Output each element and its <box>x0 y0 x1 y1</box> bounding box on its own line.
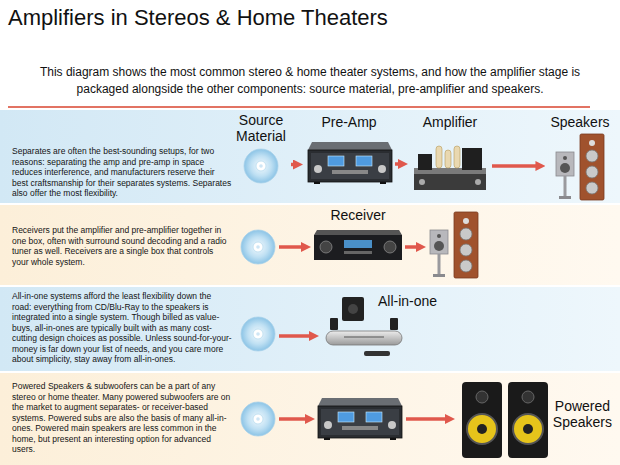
component-heading: Amplifier <box>423 114 477 130</box>
component-box: Source Material <box>233 112 289 184</box>
tube <box>436 146 442 168</box>
flow-arrow <box>279 417 310 421</box>
remote <box>364 351 390 356</box>
player-unit <box>326 331 402 345</box>
chassis-top <box>314 230 402 235</box>
component-heading: Pre-Amp <box>321 114 376 130</box>
woofer <box>348 304 358 314</box>
top-plate <box>414 168 486 174</box>
band-ground <box>0 205 620 285</box>
woofer <box>467 414 497 444</box>
disc-icon <box>244 149 278 183</box>
component-box: Amplifier <box>410 114 490 192</box>
system-row: All-in-one systems afford the least flex… <box>0 287 620 371</box>
amp-chassis <box>414 174 486 190</box>
signal-arrow <box>291 163 298 167</box>
disc-icon <box>241 317 275 351</box>
speaker-pair-icon <box>430 212 478 278</box>
row-description: Separates are often the best-sounding se… <box>12 146 232 199</box>
signal-arrow <box>492 164 540 168</box>
tube <box>445 150 451 168</box>
tweeter <box>476 391 488 403</box>
tweeter <box>522 391 534 403</box>
powered-speakers-icon <box>462 382 548 458</box>
preamp-icon <box>308 142 392 184</box>
satellite-speaker <box>390 318 398 330</box>
component-heading: Powered Speakers <box>553 398 612 430</box>
component-box: Receiver <box>310 207 406 265</box>
front-panel <box>314 235 402 260</box>
component-box: Pre-Amp <box>305 114 393 186</box>
component-box: Powered Speakers <box>457 378 616 462</box>
row-description: Powered Speakers & subwoofers can be a p… <box>12 381 232 455</box>
transformer <box>462 148 482 170</box>
disc-slot <box>344 337 384 338</box>
page-caption: This diagram shows the most common stere… <box>20 64 600 98</box>
knob <box>384 241 396 253</box>
speaker-pair-icon <box>556 134 604 200</box>
system-row: Separates are often the best-sounding se… <box>0 110 620 203</box>
band-ground <box>0 287 620 371</box>
flow-arrow <box>405 245 421 249</box>
row-description: All-in-one systems afford the least flex… <box>12 291 232 365</box>
monitor-cabinet <box>508 382 548 458</box>
flow-arrow <box>279 245 306 249</box>
component-heading: Speakers <box>550 114 609 130</box>
amplifier-icon <box>318 398 402 440</box>
component-heading: All-in-one <box>378 293 437 309</box>
knob <box>475 179 481 185</box>
component-box: Speakers <box>547 114 612 202</box>
knob <box>419 179 425 185</box>
disc-icon <box>241 402 275 436</box>
system-row: Receivers put the amplifier and pre-ampl… <box>0 205 620 285</box>
knob <box>320 241 332 253</box>
subwoofer <box>342 297 364 321</box>
dust-cap <box>523 424 533 434</box>
component-box: All-in-one <box>320 291 450 363</box>
disc-icon <box>241 230 275 264</box>
component-heading: Receiver <box>330 207 385 223</box>
page-title: Amplifiers in Stereos & Home Theaters <box>8 5 388 31</box>
monitor-cabinet <box>462 382 502 458</box>
tube <box>454 146 460 168</box>
dust-cap <box>477 424 487 434</box>
receiver-icon <box>314 230 402 260</box>
signal-arrow <box>395 162 403 166</box>
woofer <box>513 414 543 444</box>
band-ground <box>0 373 620 465</box>
flow-arrow <box>279 334 314 338</box>
button-row <box>344 251 372 254</box>
band-ground <box>0 110 620 203</box>
display <box>344 240 372 248</box>
transformer <box>418 154 432 170</box>
component-heading: Source Material <box>236 112 286 144</box>
row-description: Receivers put the amplifier and pre-ampl… <box>12 225 232 267</box>
tube-amp-icon <box>414 146 486 190</box>
flow-arrow <box>406 417 450 421</box>
rule-line <box>8 106 590 108</box>
system-row: Powered Speakers & subwoofers can be a p… <box>0 373 620 465</box>
satellite-speaker <box>330 318 338 330</box>
